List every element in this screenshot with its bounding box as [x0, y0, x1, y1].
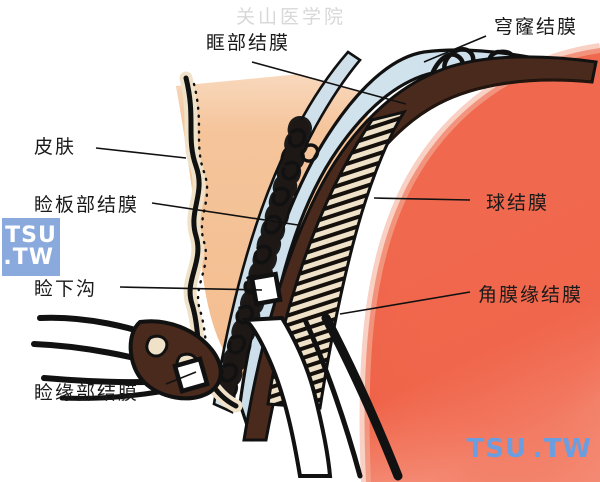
leader-subtarsal-groove	[119, 286, 263, 291]
leader-tarsal-conjunctiva	[151, 202, 299, 226]
leader-lines	[95, 35, 487, 385]
leader-fornix-conjunctiva	[423, 35, 487, 63]
watermark-bottom-right: TSU .TW	[466, 434, 592, 464]
watermark-badge-line1: TSU	[5, 223, 57, 248]
label-bulbar-conjunctiva: 球结膜	[486, 192, 550, 214]
label-subtarsal-groove: 睑下沟	[34, 278, 98, 300]
limbal-wedge	[241, 313, 403, 481]
label-skin: 皮肤	[34, 136, 77, 158]
subtarsal-groove-marker	[249, 271, 283, 307]
label-fornix-conjunctiva: 穹窿结膜	[494, 16, 579, 38]
eyeball-globe	[359, 43, 600, 482]
label-tarsal-conjunctiva: 睑板部结膜	[34, 194, 140, 216]
marginal-conjunctiva-marker	[172, 356, 210, 394]
leader-orbital-conjunctiva	[251, 61, 407, 105]
watermark-badge-left: TSU .TW	[2, 218, 60, 276]
leader-bulbar-conjunctiva	[373, 197, 471, 201]
institution-watermark: 关山医学院	[236, 6, 347, 28]
conjunctival-glands	[214, 116, 320, 400]
meibomian-glands-hatched	[266, 109, 408, 410]
watermark-badge-line2: .TW	[3, 245, 54, 270]
label-orbital-conjunctiva: 眶部结膜	[206, 32, 291, 54]
lid-margin	[128, 319, 223, 401]
label-marginal-conjunctiva: 睑缘部结膜	[34, 382, 140, 404]
label-limbal-conjunctiva: 角膜缘结膜	[478, 284, 584, 306]
leader-marginal-conjunctiva	[165, 371, 197, 385]
leader-skin	[95, 147, 187, 159]
watermark-bottom-right-line1: TSU	[466, 434, 528, 464]
leader-limbal-conjunctiva	[339, 291, 471, 315]
watermark-bottom-right-line2: .TW	[532, 434, 592, 464]
